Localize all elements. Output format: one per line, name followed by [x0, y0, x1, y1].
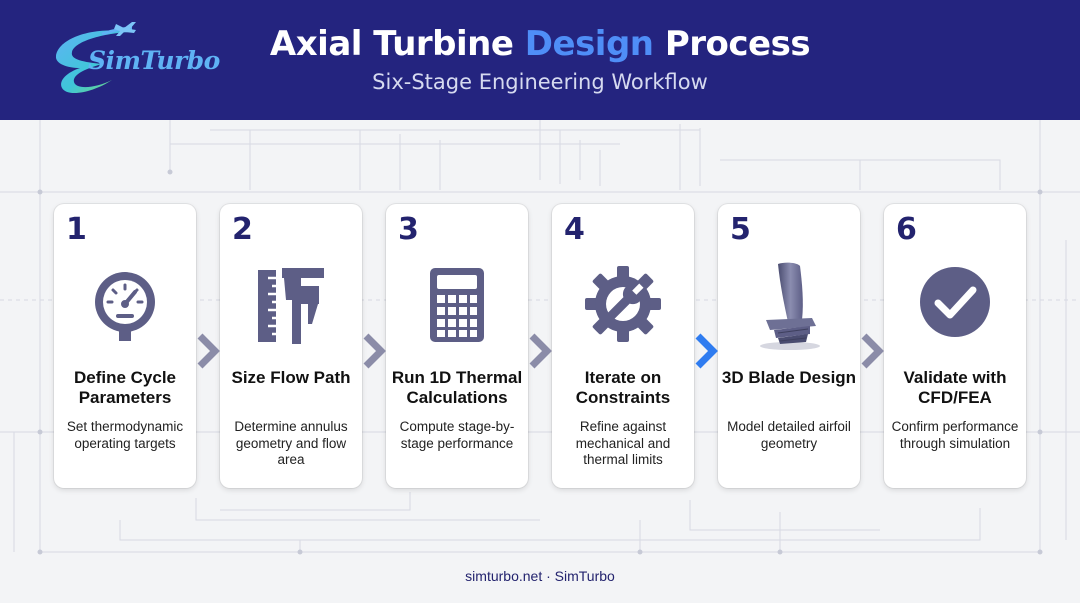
step-description: Confirm performance through simulation — [891, 419, 1019, 451]
step-title: Iterate on Constraints — [575, 368, 671, 407]
step-card-4[interactable]: 4 Iterate on Constraints Refine again — [552, 204, 694, 488]
step-title: Define Cycle Parameters — [73, 368, 177, 407]
step-title: Validate with CFD/FEA — [903, 368, 1007, 407]
chevron-right-icon — [861, 333, 884, 369]
chevron-right-icon — [363, 333, 386, 369]
step-description: Model detailed airfoil geometry — [727, 419, 851, 451]
header-banner: SimTurbo Axial Turbine Design Process Si… — [0, 0, 1080, 120]
page-title: Axial Turbine Design Process — [0, 24, 1080, 64]
title-part-2: Process — [653, 24, 811, 64]
step-number: 2 — [232, 212, 253, 247]
step-card-1[interactable]: 1 Define Cycle Parameters Set thermodyna… — [54, 204, 196, 488]
step-number: 4 — [564, 212, 585, 247]
step-card-6[interactable]: 6 Validate with CFD/FEA Confirm performa… — [884, 204, 1026, 488]
chevron-right-icon — [529, 333, 552, 369]
step-number: 6 — [896, 212, 917, 247]
pressure-gauge-icon — [95, 272, 155, 341]
title-part-1: Axial Turbine — [269, 24, 525, 64]
calculator-icon — [430, 268, 484, 342]
background-grid — [0, 120, 1080, 555]
step-card-5[interactable]: 5 3D Blade Design Model detailed airfoil… — [718, 204, 860, 488]
ruler-caliper-icon — [258, 268, 324, 344]
step-description: Compute stage-by-stage performance — [399, 419, 515, 451]
chevron-right-icon — [197, 333, 220, 369]
swoosh-plane-icon — [55, 22, 136, 94]
logo-text: SimTurbo — [88, 46, 220, 75]
check-circle-icon — [920, 267, 990, 337]
turbine-blade-icon — [760, 262, 820, 350]
step-title: Run 1D Thermal Calculations — [391, 368, 523, 407]
step-number: 3 — [398, 212, 419, 247]
step-card-2[interactable]: 2 Size Flow Path Determine annulus geome… — [220, 204, 362, 488]
title-accent: Design — [524, 24, 654, 64]
step-description: Set thermodynamic operating targets — [66, 419, 184, 451]
step-number: 1 — [66, 212, 87, 247]
chevron-right-active-icon — [695, 333, 718, 369]
page-subtitle: Six-Stage Engineering Workflow — [372, 70, 708, 94]
gear-wrench-icon — [585, 266, 661, 342]
step-description: Determine annulus geometry and flow area — [234, 419, 348, 467]
step-description: Refine against mechanical and thermal li… — [575, 419, 671, 467]
footer-credit[interactable]: simturbo.net · SimTurbo — [465, 568, 615, 584]
step-card-3[interactable]: 3 Run 1D Thermal Calculations Compute st… — [386, 204, 528, 488]
step-title: 3D Blade Design — [721, 368, 857, 387]
step-title: Size Flow Path — [231, 368, 351, 387]
step-number: 5 — [730, 212, 751, 247]
